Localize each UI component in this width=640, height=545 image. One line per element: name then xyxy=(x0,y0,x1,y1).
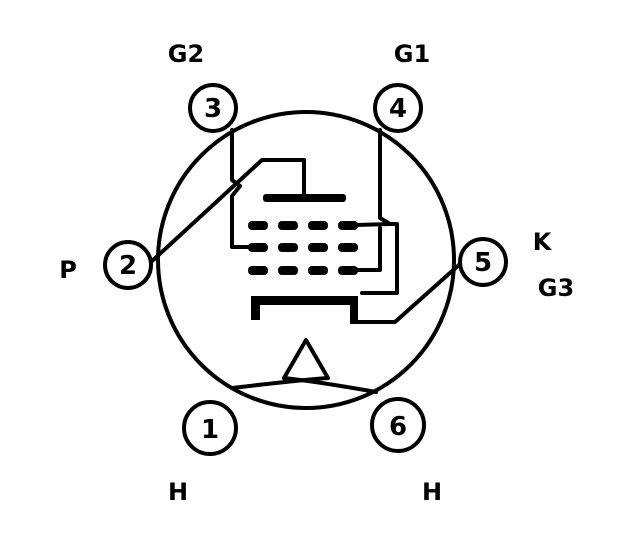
pin-4-number: 4 xyxy=(389,94,407,124)
pin-4-label: G1 xyxy=(394,40,430,68)
pin-5-label: K xyxy=(533,228,553,256)
pin-3-circle xyxy=(188,83,238,133)
pin-3-label: G2 xyxy=(168,40,204,68)
pin-5-number: 5 xyxy=(474,248,492,278)
pin-6-circle xyxy=(370,397,426,453)
pin-1-circle xyxy=(182,400,238,456)
tube-envelope xyxy=(156,110,456,410)
g3-lead xyxy=(360,222,399,295)
plate-lead xyxy=(149,158,306,264)
pin-6-number: 6 xyxy=(389,412,407,442)
heater-lead-right xyxy=(282,376,378,394)
heater-filament xyxy=(282,338,330,380)
g3-lower-lead xyxy=(354,226,382,272)
cathode-electrode xyxy=(251,296,358,324)
pin-2-label: P xyxy=(59,256,77,284)
g1-lead xyxy=(354,128,392,227)
pin-2-circle xyxy=(103,240,153,290)
pin-1-label: H xyxy=(168,478,188,506)
pin-3-number: 3 xyxy=(204,94,222,124)
g2-lead xyxy=(230,128,254,249)
grid-electrodes xyxy=(248,221,358,275)
pin-1-number: 1 xyxy=(201,415,219,445)
pin-2-number: 2 xyxy=(119,251,137,281)
cathode-lead xyxy=(353,262,462,324)
pin-5-extra-label: G3 xyxy=(538,274,574,302)
pin-4-circle xyxy=(373,83,423,133)
heater-lead-left xyxy=(230,376,330,390)
pin-6-label: H xyxy=(422,478,442,506)
plate-electrode xyxy=(263,194,346,202)
